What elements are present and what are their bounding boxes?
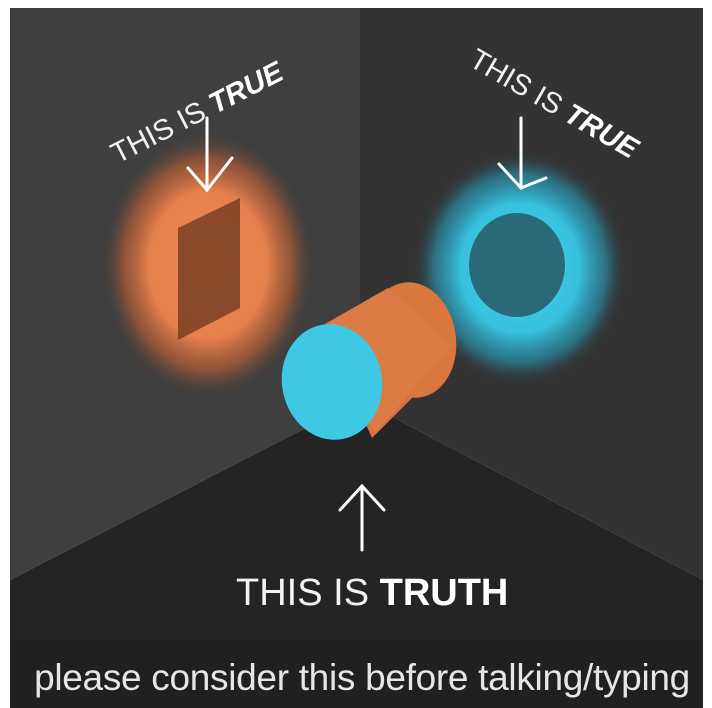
bottom-label-prefix: THIS IS: [236, 572, 380, 614]
caption: please consider this before talking/typi…: [34, 657, 690, 698]
bottom-label-emphasis: TRUTH: [380, 572, 509, 614]
bottom-label: THIS IS TRUTH: [184, 572, 540, 614]
circle-shadow: [469, 213, 565, 317]
